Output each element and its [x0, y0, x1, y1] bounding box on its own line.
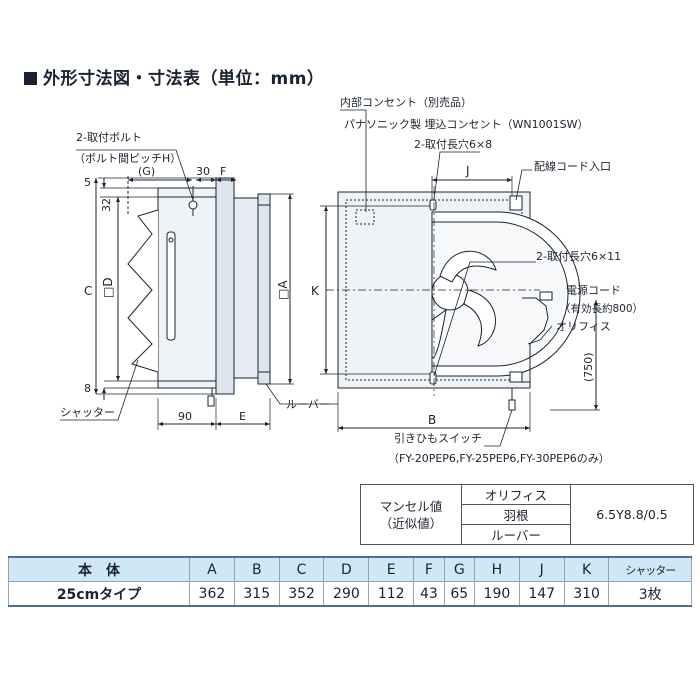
label-dim-750: (750) — [582, 352, 595, 382]
side-louver — [257, 193, 271, 385]
table-cell: 190 — [473, 581, 520, 607]
table-cell: 290 — [323, 581, 370, 607]
munsell-part: オリフィス — [461, 484, 571, 505]
table-header-cell: 本 体 — [8, 556, 190, 582]
page-title: 外形寸法図・寸法表（単位：mm） — [24, 64, 324, 89]
munsell-value: 6.5Y8.8/0.5 — [570, 484, 694, 545]
label-cable-entry: 配線コード入口 — [534, 159, 611, 173]
label-dim-d: □D — [101, 277, 115, 298]
title-text: 外形寸法図・寸法表（単位：mm） — [43, 69, 325, 89]
side-view — [60, 149, 338, 430]
label-dim-g: (G) — [138, 165, 155, 178]
side-frame — [215, 177, 235, 395]
label-switch-models: （FY-20PEP6,FY-25PEP6,FY-30PEP6のみ） — [388, 452, 610, 465]
label-pull-switch: 引きひもスイッチ — [394, 431, 482, 445]
table-header-cell: H — [473, 556, 520, 582]
table-header-cell: C — [278, 556, 325, 582]
label-dim-30: 30 — [196, 165, 210, 178]
table-header-cell: K — [563, 556, 610, 582]
label-cord-length: （有効長約800） — [560, 302, 643, 315]
label-dim-e: E — [239, 410, 246, 423]
table-header-cell: E — [368, 556, 415, 582]
label-bolt-pitch: （ボルト間ピッチH） — [74, 152, 181, 165]
munsell-part: 羽根 — [461, 504, 571, 525]
table-row: 25cmタイプ 362 315 352 290 112 43 65 190 14… — [8, 581, 692, 607]
label-dim-32: 32 — [100, 198, 113, 212]
label-slot-6x8: 2-取付長穴6×8 — [414, 137, 492, 151]
dimension-table: 本 体 A B C D E F G H J K シャッター 25cmタイプ 36… — [8, 556, 692, 607]
label-dim-j: J — [465, 164, 470, 178]
table-cell: 310 — [563, 581, 610, 607]
table-header-cell: A — [189, 556, 235, 582]
label-power-cord: 電源コード — [566, 283, 621, 297]
label-dim-8: 8 — [84, 382, 91, 395]
label-dim-c: C — [84, 284, 92, 298]
table-cell: 3枚 — [608, 581, 692, 607]
label-slot-6x11: 2-取付長穴6×11 — [536, 249, 621, 263]
label-outlet-model: パナソニック製 埋込コンセント（WN1001SW） — [344, 117, 588, 131]
table-cell: 65 — [443, 581, 475, 607]
table-header-cell: シャッター — [608, 556, 692, 582]
table-header-cell: G — [443, 556, 475, 582]
title-square-icon — [24, 72, 37, 85]
table-header-row: 本 体 A B C D E F G H J K シャッター — [8, 556, 692, 582]
label-dim-f: F — [220, 165, 226, 178]
label-dim-b: B — [428, 413, 436, 427]
fan-blade — [439, 250, 497, 283]
table-header-cell: J — [518, 556, 565, 582]
table-header-cell: F — [413, 556, 445, 582]
table-cell: 362 — [189, 581, 235, 607]
label-outlet: 内部コンセント（別売品） — [340, 95, 472, 109]
shutter-flaps — [127, 209, 159, 373]
label-bolt: 2-取付ボルト — [76, 131, 142, 144]
table-cell: 25cmタイプ — [8, 581, 190, 607]
label-louver: ルーバー — [286, 398, 330, 411]
label-dim-90: 90 — [178, 410, 192, 423]
label-shutter: シャッター — [60, 406, 115, 419]
table-cell: 43 — [413, 581, 445, 607]
label-orifice: オリフィス — [556, 320, 611, 333]
table-cell: 315 — [233, 581, 280, 607]
label-dim-k: K — [311, 284, 320, 298]
front-view — [320, 109, 600, 447]
table-header-cell: B — [233, 556, 280, 582]
munsell-part: ルーバー — [461, 524, 571, 545]
label-dim-5: 5 — [84, 176, 91, 189]
munsell-table: マンセル値 （近似値） オリフィス 6.5Y8.8/0.5 羽根 ルーバー — [360, 484, 694, 545]
table-header-cell: D — [323, 556, 370, 582]
munsell-label: マンセル値 （近似値） — [360, 484, 462, 545]
table-cell: 112 — [368, 581, 415, 607]
table-cell: 147 — [518, 581, 565, 607]
label-dim-a: □A — [276, 280, 290, 300]
table-cell: 352 — [278, 581, 325, 607]
